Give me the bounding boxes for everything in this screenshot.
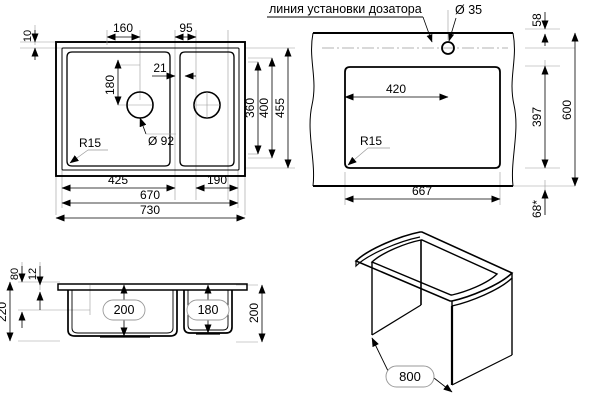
plan-witness-lines xyxy=(20,25,295,215)
dim-label-rim-thickness: 80 xyxy=(9,268,21,280)
dim-label-cutout-width: 670 xyxy=(140,188,160,202)
iso-bottom-right-edge xyxy=(451,354,513,386)
iso-rim-outer xyxy=(354,231,514,302)
dim-label-lip-thickness: 12 xyxy=(27,268,39,280)
leader-r15-plan xyxy=(69,149,89,164)
plan-drain-centerlines xyxy=(194,92,220,118)
dim-label-inner-height-small: 360 xyxy=(243,98,257,118)
dim-label-corner-radius-front: R15 xyxy=(360,134,382,148)
leader-drain-dia xyxy=(139,117,147,135)
dim-line-800-left xyxy=(371,337,391,376)
iso-bottom-left-edge xyxy=(371,304,422,336)
dim-label-outer-height: 455 xyxy=(273,98,287,118)
dim-label-cabinet-width: 800 xyxy=(399,369,421,384)
dim-label-divider-width: 21 xyxy=(153,61,167,75)
section-rim xyxy=(57,283,248,291)
capsule-180 xyxy=(186,299,230,321)
front-break-left xyxy=(309,32,315,187)
front-dispenser-hole xyxy=(441,41,455,55)
iso-rim-edge-front xyxy=(451,273,513,307)
dim-label-drain-diameter: Ø 92 xyxy=(148,134,174,148)
capsule-800 xyxy=(385,365,435,388)
plan-inner-rim xyxy=(61,47,240,171)
dim-label-hole-vertical: 180 xyxy=(103,75,117,95)
view-front-elevation: линия установки дозатора Ø 35 420 R15 66… xyxy=(267,2,579,218)
dim-label-overall-width: 730 xyxy=(140,203,160,217)
note-leader xyxy=(422,16,433,43)
note-dispenser-line: линия установки дозатора xyxy=(269,2,422,16)
dim-label-inner-height-mid: 400 xyxy=(257,98,271,118)
dim-label-hole-to-divider: 95 xyxy=(179,21,193,35)
dim-label-dispenser-hole: Ø 35 xyxy=(455,3,482,17)
view-top-plan: 10 160 95 180 21 Ø 92 R15 360 400 455 xyxy=(20,21,295,222)
capsule-200 xyxy=(102,299,146,321)
dim-label-front-inner-height: 397 xyxy=(530,107,544,127)
plan-bowl-left xyxy=(66,51,171,167)
dim-label-bowl-right-depth: 180 xyxy=(198,303,219,317)
dim-label-bowl-left-width: 425 xyxy=(108,173,128,187)
dim-label-overall-depth: 220 xyxy=(0,302,9,322)
iso-rim-inner xyxy=(370,239,499,296)
leader-r15-front xyxy=(347,147,369,166)
view-isometric: 800 xyxy=(354,231,514,393)
dim-label-bowl-left-depth: 200 xyxy=(114,303,135,317)
dim-label-front-cutout-width: 420 xyxy=(386,82,406,96)
dim-label-bowl-right-width: 190 xyxy=(207,173,227,187)
view-side-section: 80 12 220 200 180 200 xyxy=(0,262,266,343)
dim-label-bottom-angle: 68* xyxy=(530,200,544,218)
plan-outer-rim xyxy=(55,41,246,177)
front-cutout xyxy=(344,66,501,169)
dim-label-top-offset: 58 xyxy=(530,13,544,27)
dim-label-rim-offset: 10 xyxy=(22,30,34,42)
dim-label-base-width: 667 xyxy=(412,184,432,198)
dim-label-front-overall-height: 600 xyxy=(560,100,574,120)
dim-label-right-depth: 200 xyxy=(247,303,261,323)
leader-dispenser-hole xyxy=(448,17,457,42)
dim-label-corner-radius-plan: R15 xyxy=(79,136,101,150)
front-break-right xyxy=(511,32,517,187)
plan-bowl-right xyxy=(179,51,235,167)
iso-rim-edge-back xyxy=(355,236,421,268)
dim-line-800-right xyxy=(433,377,453,393)
dim-label-bowl-left-to-hole: 160 xyxy=(113,21,133,35)
